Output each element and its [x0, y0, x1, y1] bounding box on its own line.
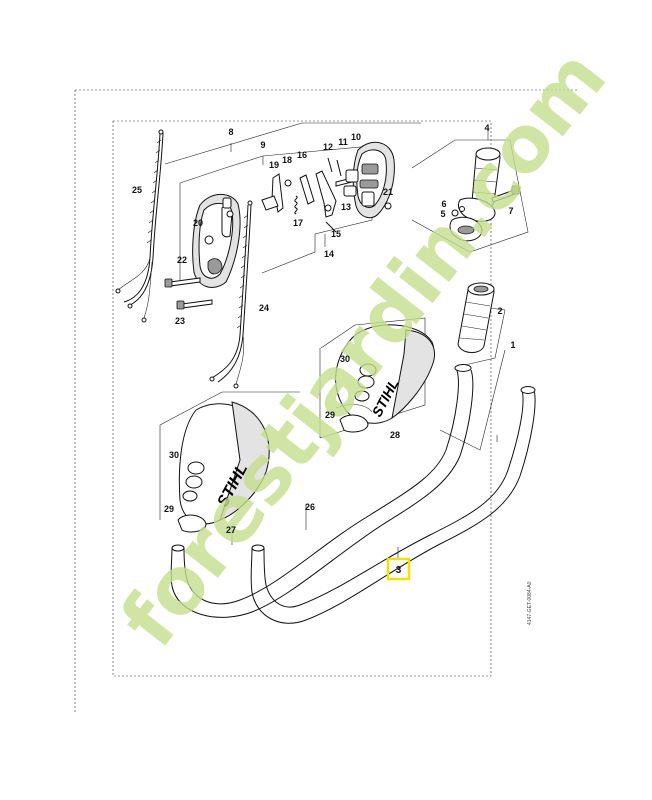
callout-17[interactable]: 17	[293, 218, 303, 228]
cable-25	[115, 129, 164, 323]
callout-16[interactable]: 16	[297, 150, 307, 160]
callout-13[interactable]: 13	[341, 202, 351, 212]
callout-11[interactable]: 11	[338, 137, 348, 147]
callout-14[interactable]: 14	[324, 249, 334, 259]
callout-12[interactable]: 12	[323, 142, 333, 152]
cable-24	[209, 200, 253, 389]
callout-30[interactable]: 30	[169, 450, 179, 460]
callout-25[interactable]: 25	[132, 185, 142, 195]
callout-23[interactable]: 23	[175, 316, 185, 326]
callout-5[interactable]: 5	[440, 209, 445, 219]
callout-29[interactable]: 29	[325, 410, 335, 420]
callout-26[interactable]: 26	[305, 502, 315, 512]
right-grip-assembly	[449, 147, 520, 242]
handlebar-tube-1	[170, 364, 474, 618]
watermark-text: forestjardin.com	[104, 34, 624, 664]
callout-29[interactable]: 29	[164, 504, 174, 514]
callout-21[interactable]: 21	[383, 187, 393, 197]
callout-8[interactable]: 8	[228, 127, 233, 137]
callout-30[interactable]: 30	[340, 354, 350, 364]
loop-handle-28: STIHL	[335, 324, 435, 433]
trigger-levers	[261, 157, 353, 233]
handle-housing-10	[343, 141, 395, 219]
drawing-code: 4147-GET-0084-A0	[527, 581, 533, 625]
callout-6[interactable]: 6	[441, 199, 446, 209]
callout-9[interactable]: 9	[260, 140, 265, 150]
callout-20[interactable]: 20	[193, 218, 203, 228]
callout-4[interactable]: 4	[484, 123, 489, 133]
callout-18[interactable]: 18	[282, 155, 292, 165]
callout-28[interactable]: 28	[390, 430, 400, 440]
callout-7[interactable]: 7	[508, 206, 513, 216]
inner-frame	[112, 120, 492, 677]
handlebar-tube-3	[250, 386, 536, 624]
callout-numbers: 1245678910111213141516171819202122232425…	[132, 123, 516, 535]
loop-handle-26: STIHL	[177, 401, 270, 533]
left-grip-2	[457, 282, 495, 353]
callout-27[interactable]: 27	[226, 525, 236, 535]
watermark: forestjardin.com	[104, 34, 624, 664]
callout-19[interactable]: 19	[269, 160, 279, 170]
callout-15[interactable]: 15	[331, 229, 341, 239]
callout-24[interactable]: 24	[259, 303, 269, 313]
callout-3-highlighted: 3	[396, 565, 402, 576]
callout-2[interactable]: 2	[497, 306, 502, 316]
callout-22[interactable]: 22	[177, 255, 187, 265]
throttle-housing	[164, 193, 241, 310]
callout-10[interactable]: 10	[351, 132, 361, 142]
highlighted-callout-3[interactable]: 3	[386, 557, 411, 581]
callout-1[interactable]: 1	[510, 340, 515, 350]
